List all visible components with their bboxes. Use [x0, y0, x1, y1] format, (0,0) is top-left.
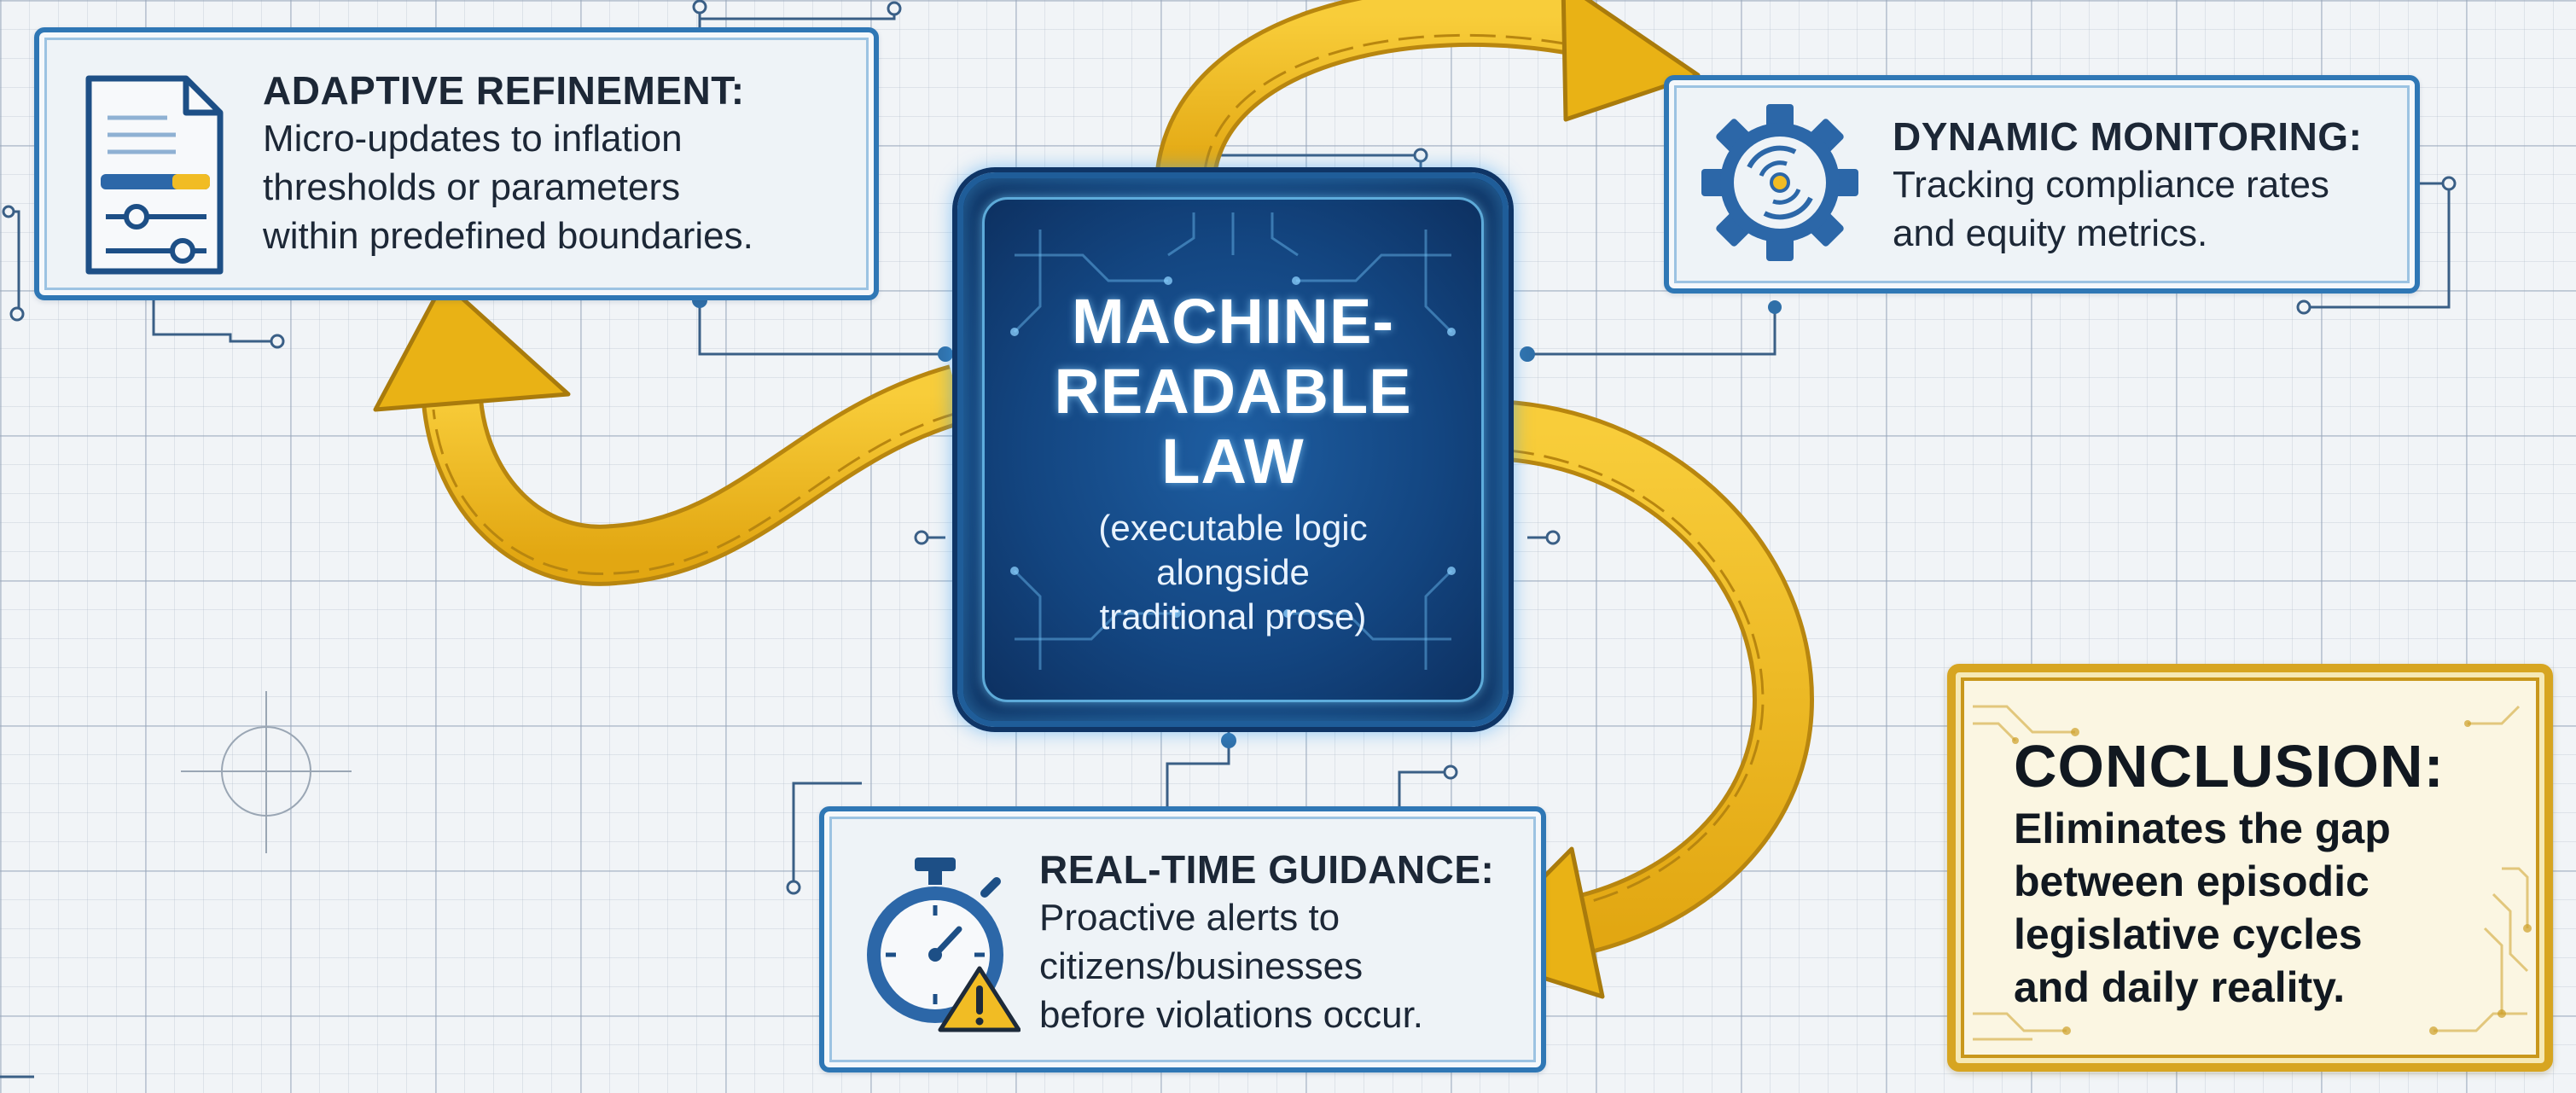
- adaptive-refinement-title: ADAPTIVE REFINEMENT:: [263, 68, 745, 113]
- conclusion-line1: Eliminates the gap: [2014, 805, 2391, 852]
- adaptive-desc-line1: Micro-updates to inflation: [263, 118, 683, 160]
- machine-readable-law-box: MACHINE- READABLE LAW (executable logic …: [957, 172, 1509, 727]
- dynamic-monitoring-card: DYNAMIC MONITORING: Tracking compliance …: [1664, 75, 2420, 294]
- conclusion-line2: between episodic: [2014, 858, 2370, 905]
- center-title-line1: MACHINE-: [1072, 286, 1394, 357]
- adaptive-desc-line3: within predefined boundaries.: [263, 215, 753, 257]
- center-sub-line1: (executable logic: [1098, 508, 1368, 548]
- conclusion-line3: legislative cycles: [2014, 910, 2363, 958]
- adaptive-desc-line2: thresholds or parameters: [263, 166, 681, 208]
- arrow-to-adaptive: [373, 279, 967, 586]
- arrow-to-monitoring: [1155, 0, 1701, 178]
- conclusion-title: CONCLUSION:: [2014, 733, 2445, 799]
- center-sub-line3: traditional prose): [1099, 596, 1367, 637]
- conclusion-text: Eliminates the gap between episodic legi…: [2014, 802, 2492, 1014]
- conclusion-box: CONCLUSION: Eliminates the gap between e…: [1947, 664, 2553, 1072]
- gear-radar-icon: [1695, 97, 1865, 272]
- document-sliders-icon: [82, 73, 227, 282]
- adaptive-refinement-card: ADAPTIVE REFINEMENT: Micro-updates to in…: [34, 27, 879, 300]
- adaptive-refinement-text: ADAPTIVE REFINEMENT: Micro-updates to in…: [263, 67, 860, 260]
- stopwatch-warning-icon: [858, 854, 1021, 1038]
- center-circuit-pattern: [1010, 212, 1456, 670]
- guidance-desc-line1: Proactive alerts to: [1039, 897, 1340, 939]
- real-time-guidance-card: REAL-TIME GUIDANCE: Proactive alerts to …: [819, 806, 1546, 1073]
- conclusion-line4: and daily reality.: [2014, 963, 2346, 1011]
- center-title-line3: LAW: [1161, 426, 1305, 497]
- real-time-guidance-title: REAL-TIME GUIDANCE:: [1039, 847, 1495, 892]
- guidance-desc-line3: before violations occur.: [1039, 994, 1424, 1036]
- dynamic-monitoring-text: DYNAMIC MONITORING: Tracking compliance …: [1893, 113, 2404, 258]
- center-title-line2: READABLE: [1054, 356, 1412, 427]
- real-time-guidance-text: REAL-TIME GUIDANCE: Proactive alerts to …: [1039, 846, 1534, 1039]
- dynamic-monitoring-title: DYNAMIC MONITORING:: [1893, 114, 2363, 159]
- monitoring-desc-line1: Tracking compliance rates: [1893, 164, 2329, 206]
- center-inner-frame: [982, 197, 1484, 702]
- monitoring-desc-line2: and equity metrics.: [1893, 212, 2208, 254]
- guidance-desc-line2: citizens/businesses: [1039, 945, 1364, 987]
- crosshair-icon: [181, 691, 352, 853]
- conclusion-circuit-pattern: [1973, 705, 2532, 1041]
- center-sub-line2: alongside: [1156, 552, 1310, 592]
